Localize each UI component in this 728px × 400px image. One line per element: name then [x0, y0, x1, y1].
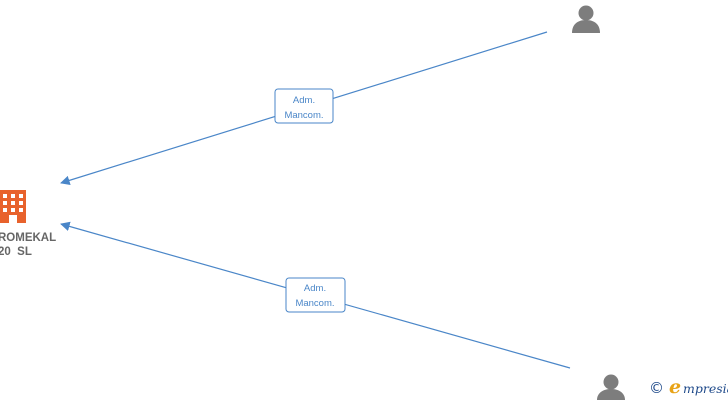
- brand-logo-text: mpresia: [683, 381, 728, 396]
- person-icon: [597, 374, 625, 400]
- company-name-line1: ROMEKAL: [0, 232, 56, 244]
- relation-label-2-line1: Adm.: [304, 283, 326, 294]
- relation-label-2[interactable]: Adm. Mancom.: [285, 277, 346, 313]
- relation-label-1[interactable]: Adm. Mancom.: [274, 88, 334, 124]
- building-icon: [0, 190, 26, 223]
- relation-label-2-line2: Mancom.: [295, 298, 334, 309]
- person-node-1[interactable]: [572, 5, 600, 34]
- person-node-2[interactable]: [597, 374, 625, 400]
- brand-logo-initial: e: [669, 376, 682, 398]
- company-node[interactable]: ROMEKAL 20 SL: [0, 190, 56, 258]
- person-icon: [572, 5, 600, 33]
- company-name-line2: 20 SL: [0, 246, 32, 258]
- relation-label-1-line2: Mancom.: [284, 110, 323, 121]
- copyright-symbol: ©: [649, 379, 664, 397]
- relation-label-1-line1: Adm.: [293, 95, 315, 106]
